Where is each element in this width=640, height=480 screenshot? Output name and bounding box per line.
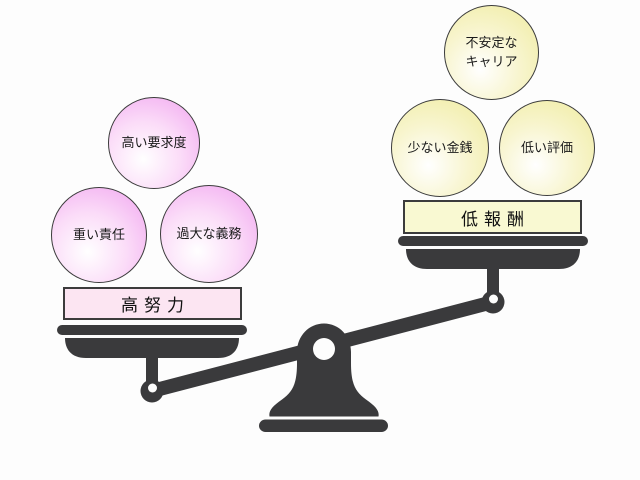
left-pan-bowl xyxy=(65,338,239,358)
fulcrum-bell xyxy=(269,323,379,417)
left-pan xyxy=(57,325,247,403)
left-pan-plate xyxy=(57,325,247,335)
right-pan-bowl xyxy=(406,249,580,269)
bubble-low-evaluation: 低い評価 xyxy=(499,100,595,196)
bubble-little-money: 少ない金銭 xyxy=(391,99,489,197)
bubble-excessive-obligation: 過大な義務 xyxy=(160,185,258,283)
right-pan-plate xyxy=(398,236,588,246)
bubble-unstable-career: 不安定な キャリア xyxy=(444,5,539,100)
fulcrum-base xyxy=(259,419,388,432)
right-pan xyxy=(398,236,588,314)
left-pan-joint-hole xyxy=(148,383,157,393)
bubble-high-demands: 高い要求度 xyxy=(108,97,200,189)
fulcrum xyxy=(259,323,388,432)
fulcrum-pivot-hole xyxy=(313,338,335,360)
bubble-heavy-responsibility: 重い責任 xyxy=(51,187,147,283)
left-label-high-effort: 高努力 xyxy=(63,287,242,320)
right-label-low-reward: 低報酬 xyxy=(403,200,582,234)
right-pan-joint-hole xyxy=(489,294,498,304)
